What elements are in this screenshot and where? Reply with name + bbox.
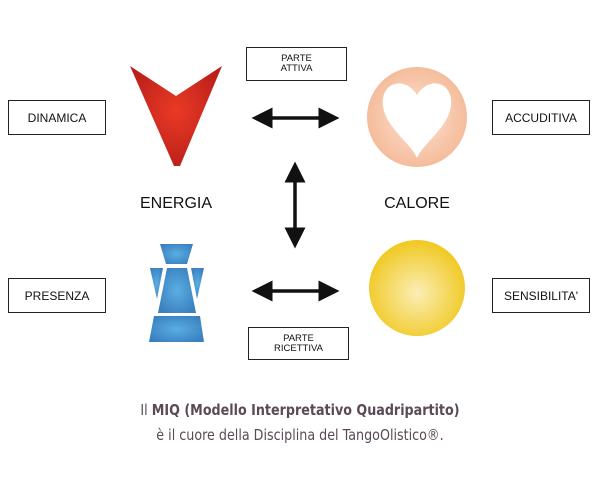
caption-prefix: Il: [140, 401, 152, 419]
caption-bold: MIQ (Modello Interpretativo Quadripartit…: [151, 401, 460, 419]
presenza-box: PRESENZA: [8, 278, 106, 313]
presenza-blue-figure: [149, 244, 204, 342]
caption-line-2: è il cuore della Disciplina del TangoOli…: [156, 426, 444, 444]
calore-heart-circle: [367, 67, 467, 167]
presenza-label: PRESENZA: [24, 288, 90, 303]
sensibilita-box: SENSIBILITA': [492, 278, 590, 313]
energia-arrowhead-shape: [130, 66, 222, 166]
dinamica-box: DINAMICA: [8, 100, 106, 135]
calore-label: CALORE: [384, 195, 450, 212]
accuditiva-box: ACCUDITIVA: [492, 100, 590, 135]
dinamica-label: DINAMICA: [27, 110, 87, 125]
accuditiva-label: ACCUDITIVA: [505, 110, 577, 125]
parte-attiva-label-2: ATTIVA: [280, 63, 313, 74]
parte-attiva-label-1: PARTE: [281, 53, 312, 64]
sensibilita-yellow-circle: [369, 240, 465, 336]
sensibilita-label: SENSIBILITA': [503, 288, 579, 303]
parte-ricettiva-label-2: RICETTIVA: [274, 342, 323, 354]
caption-line-1: Il MIQ (Modello Interpretativo Quadripar…: [54, 401, 546, 419]
energia-label: ENERGIA: [139, 195, 213, 212]
parte-ricettiva-label-1: PARTE: [283, 332, 314, 344]
